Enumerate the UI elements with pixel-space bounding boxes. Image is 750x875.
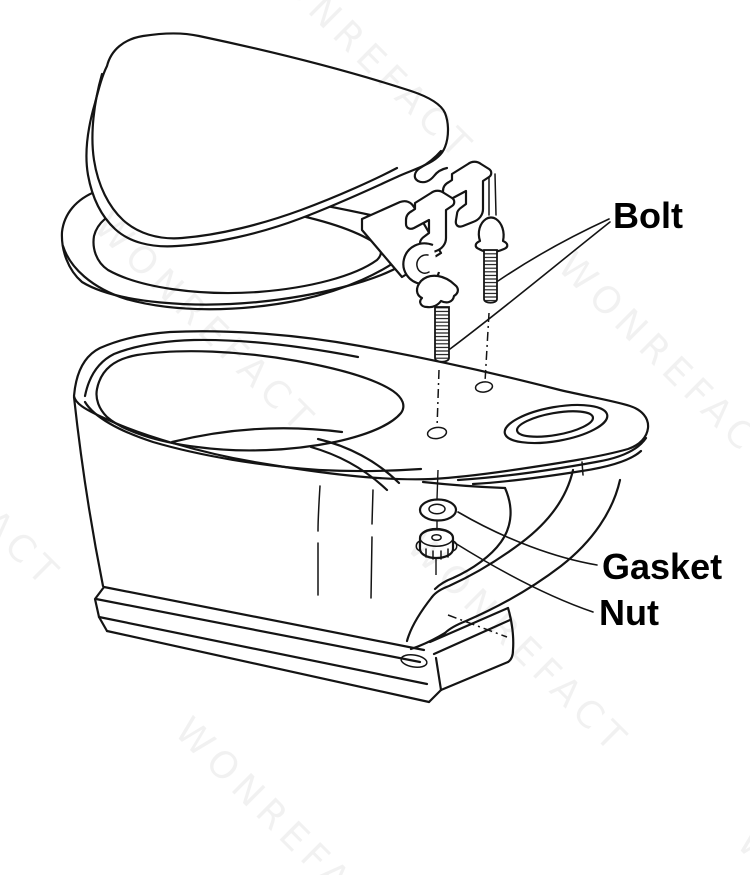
gasket-hole	[428, 503, 446, 515]
gasket-washer	[418, 498, 458, 522]
deck-edge-band-1	[456, 436, 648, 482]
leader-gasket	[457, 511, 598, 566]
trapway-foot-outer	[409, 631, 447, 651]
seat-thickness-line	[61, 244, 410, 311]
lid-outer	[85, 32, 450, 248]
base-plinth-left-end	[93, 585, 109, 633]
spud-ring-outer	[503, 403, 609, 445]
base-plinth-cap-edge	[94, 597, 422, 664]
deck-step-line-1	[316, 437, 401, 485]
bolt-hole-left	[426, 426, 448, 440]
nut	[415, 527, 458, 560]
hinge-claw-right	[441, 160, 493, 228]
toilet-body	[72, 330, 650, 704]
base-centerline	[447, 614, 508, 638]
trapway-curve-outer	[443, 478, 622, 635]
label-nut: Nut	[599, 592, 659, 633]
trapway-curve-inner	[433, 486, 512, 591]
bolt-left-wing	[402, 242, 459, 363]
deck-step-line-2	[309, 445, 389, 492]
trapway-curve-middle	[430, 468, 575, 599]
watermark-text: WONREFACT	[0, 358, 71, 598]
base-rear-corner	[427, 606, 515, 704]
bolt-axis-right	[484, 312, 490, 383]
deck-edge-band-2	[471, 449, 643, 486]
leader-bolt-2	[449, 221, 611, 350]
toilet-lid	[85, 32, 450, 248]
lid-thickness-line	[91, 72, 399, 240]
wing-ear-curl	[416, 254, 430, 274]
rim-inner-edge-top	[83, 338, 360, 398]
bolt-right-flange	[474, 216, 509, 254]
bowl-opening	[95, 350, 405, 452]
bolt-hole-right	[474, 381, 494, 393]
label-bolt: Bolt	[613, 195, 683, 236]
label-gasket: Gasket	[602, 546, 722, 587]
bolt-right-shaft	[483, 249, 498, 304]
bowl-waterline	[170, 427, 344, 444]
leader-nut	[454, 542, 594, 613]
leader-bolt-1	[497, 218, 610, 282]
bowl-underside-line	[421, 480, 507, 490]
bolt-left-shaft	[434, 306, 450, 363]
base-plinth-lower-edge	[97, 615, 429, 686]
body-left-wall	[72, 395, 105, 588]
bolt-axis-left-lower	[435, 469, 439, 575]
lid-hinge-notch	[413, 149, 449, 184]
base-anchor-hole	[400, 653, 428, 669]
annotations: Bolt Gasket Nut	[449, 195, 722, 633]
body-seam-line	[317, 485, 374, 599]
hinge-plate-lines	[488, 173, 497, 216]
watermark-text: WONREFACT	[167, 709, 407, 875]
spud-ring-inner	[515, 410, 595, 438]
base-plinth-top-edge	[102, 585, 426, 652]
base-plinth-bottom-edge	[105, 629, 431, 704]
watermark-text: WONREFACT	[729, 821, 750, 875]
trapway-foot-inner	[405, 595, 434, 643]
wing-flange	[415, 274, 459, 309]
bolt-right	[474, 216, 509, 304]
hinge-hardware	[402, 160, 509, 363]
rim-inner-edge-bottom	[83, 400, 423, 473]
deck-seam-tick	[581, 461, 584, 476]
fastener-parts	[415, 312, 490, 575]
